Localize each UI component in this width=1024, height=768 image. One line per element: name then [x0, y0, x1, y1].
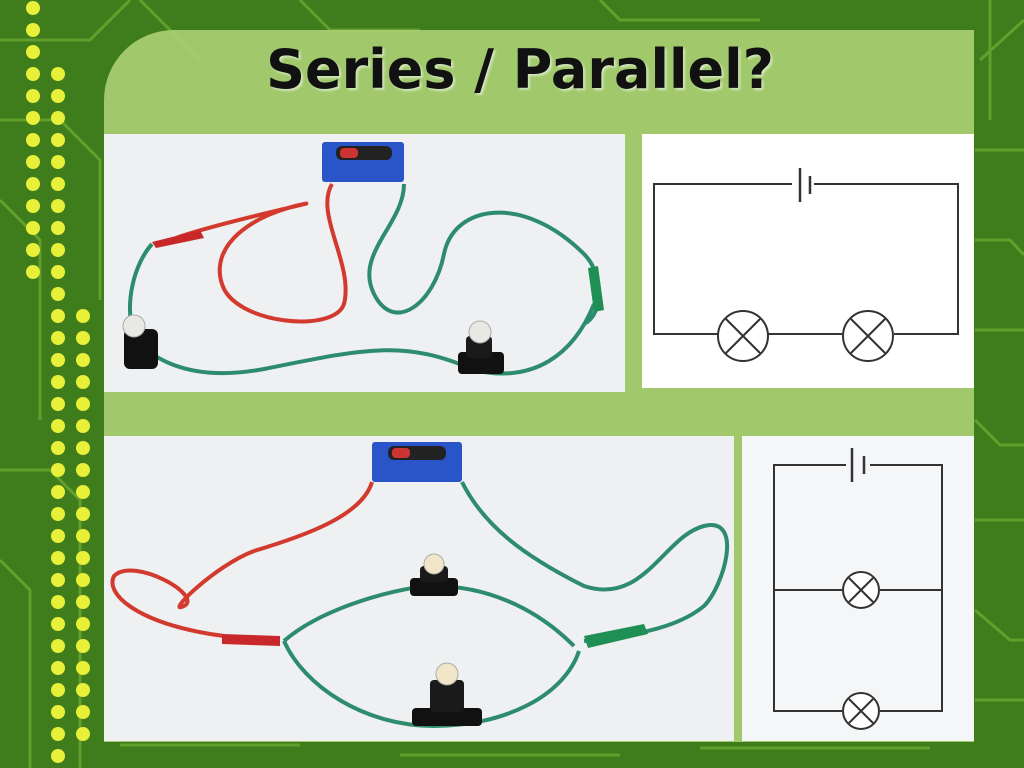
- slide-title: Series / Parallel?: [266, 38, 774, 101]
- series-circuit-photo: [104, 134, 625, 392]
- lamp-icon: [842, 571, 880, 609]
- series-circuit-diagram: [642, 134, 974, 388]
- lamp-icon: [842, 692, 880, 730]
- bulb-icon: [458, 320, 504, 374]
- bulb-icon: [412, 662, 482, 726]
- bulb-icon: [122, 314, 158, 369]
- parallel-circuit-diagram: [742, 436, 974, 741]
- parallel-circuit-photo: [104, 436, 734, 741]
- lamp-icon: [717, 310, 769, 362]
- lamp-icon: [842, 310, 894, 362]
- bulb-icon: [410, 553, 458, 596]
